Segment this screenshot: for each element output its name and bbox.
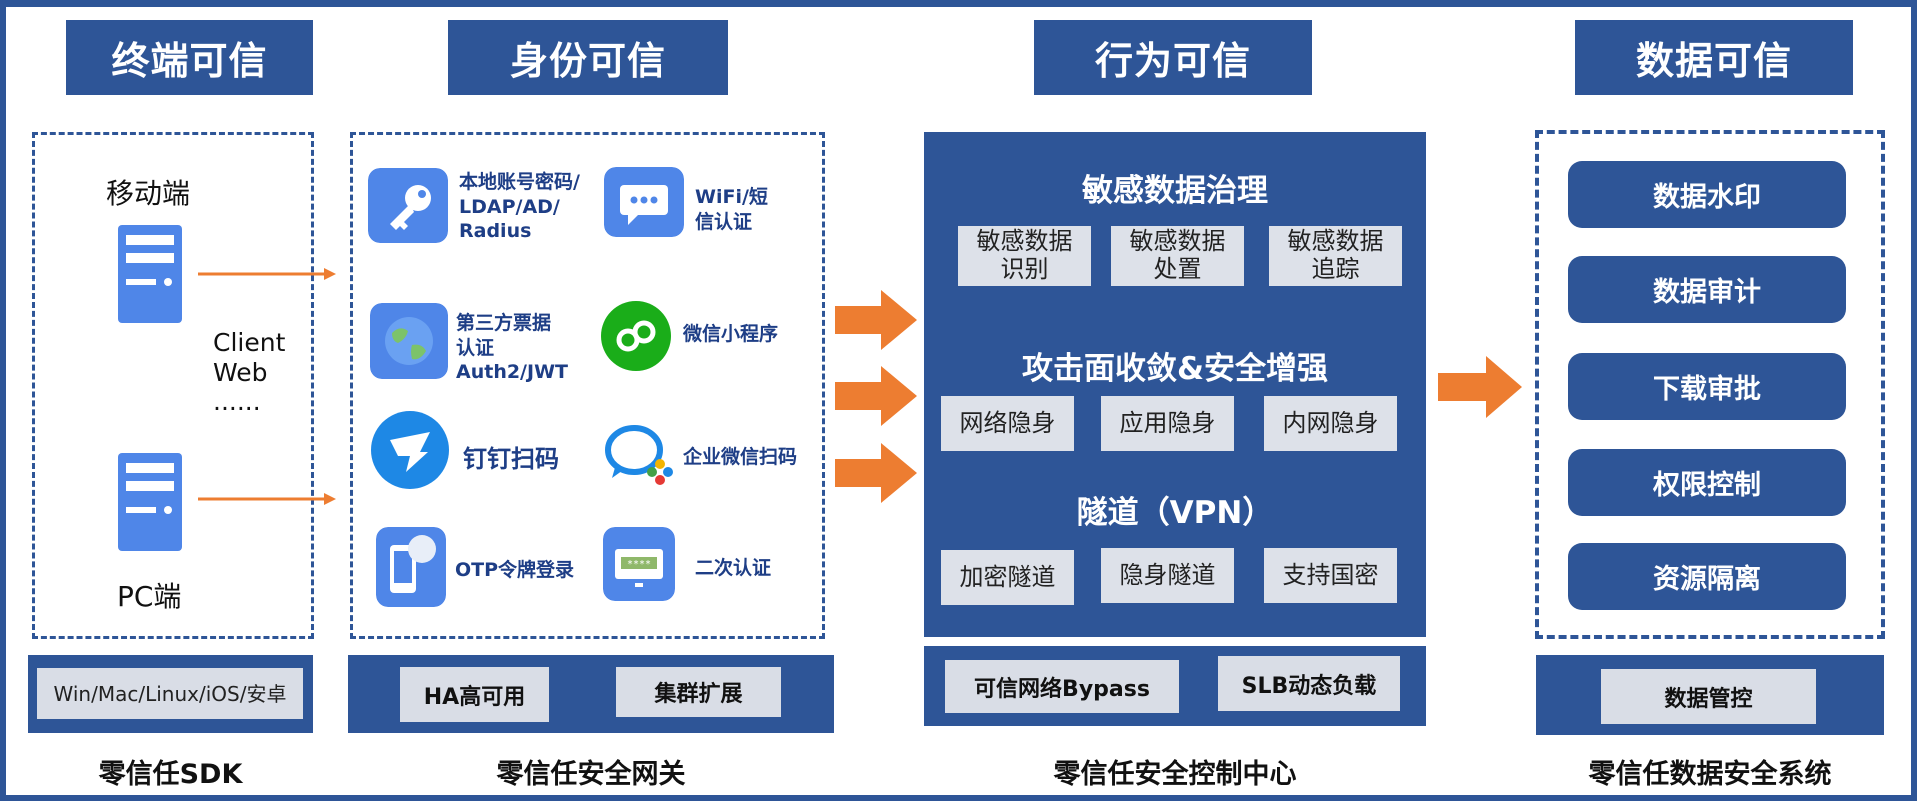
flow-arrow-3 (835, 443, 917, 503)
auth-wechat-miniprogram-label: 微信小程序 (683, 323, 779, 345)
mobile-label: 移动端 (106, 177, 191, 210)
wechat-miniprogram-icon (601, 301, 671, 371)
mobile-to-gateway-arrow (198, 268, 336, 280)
auth-wecom-label: 企业微信扫码 (683, 446, 798, 468)
sensitive-handle-text: 敏感数据 处置 (1129, 227, 1226, 283)
header-identity-trust: 身份可信 (448, 20, 728, 95)
sensitive-track-box: 敏感数据 追踪 (1269, 226, 1402, 286)
pc-device-icon (118, 453, 182, 551)
auth-2fa-label: 二次认证 (695, 557, 772, 579)
key-icon (368, 168, 448, 243)
auth-otp-label: OTP令牌登录 (455, 559, 575, 581)
ha-button: HA高可用 (400, 667, 549, 722)
pc-to-gateway-arrow (198, 493, 336, 505)
client-types: Client Web ...... (213, 328, 285, 417)
data-audit-button: 数据审计 (1568, 256, 1846, 323)
section-title-sensitive-data: 敏感数据治理 (1082, 173, 1268, 209)
auth-third-party-label: 第三方票据 认证 Auth2/JWT (456, 312, 568, 384)
chat-sms-icon (604, 167, 684, 237)
os-support-label: Win/Mac/Linux/iOS/安卓 (37, 668, 303, 719)
data-control-button: 数据管控 (1601, 669, 1816, 724)
client-type-web: Web (213, 357, 268, 387)
sensitive-track-text: 敏感数据 追踪 (1287, 227, 1384, 283)
sensitive-identify-box: 敏感数据 识别 (958, 226, 1091, 286)
header-behavior-trust: 行为可信 (1034, 20, 1312, 95)
auth-local-account-label: 本地账号密码/ LDAP/AD/ Radius (459, 171, 580, 243)
section-title-vpn: 隧道（VPN） (1076, 495, 1274, 531)
pc-label: PC端 (117, 580, 182, 613)
data-security-panel (1535, 130, 1885, 639)
slb-button: SLB动态负载 (1218, 656, 1400, 711)
network-stealth-box: 网络隐身 (941, 396, 1074, 451)
control-center-caption: 零信任安全控制中心 (1053, 759, 1297, 790)
globe-icon (370, 303, 448, 379)
client-type-more: ...... (213, 387, 261, 416)
header-data-trust: 数据可信 (1575, 20, 1853, 95)
section-title-attack-surface: 攻击面收敛&安全增强 (1021, 351, 1329, 387)
flow-arrow-4 (1438, 356, 1522, 418)
data-watermark-button: 数据水印 (1568, 161, 1846, 228)
client-type-client: Client (213, 328, 286, 357)
resource-isolation-button: 资源隔离 (1568, 543, 1846, 610)
intranet-stealth-box: 内网隐身 (1264, 396, 1397, 451)
app-stealth-box: 应用隐身 (1101, 396, 1234, 451)
terminal-caption: 零信任SDK (98, 759, 243, 790)
cluster-scale-button: 集群扩展 (616, 667, 781, 717)
trusted-bypass-button: 可信网络Bypass (945, 660, 1179, 713)
gateway-caption: 零信任安全网关 (496, 759, 686, 790)
encrypted-tunnel-box: 加密隧道 (941, 550, 1074, 605)
identity-panel (350, 132, 825, 639)
dingtalk-icon (371, 411, 449, 489)
auth-dingtalk-label: 钉钉扫码 (463, 445, 559, 473)
permission-control-button: 权限控制 (1568, 449, 1846, 516)
download-approval-button: 下载审批 (1568, 353, 1846, 420)
flow-arrow-1 (835, 290, 917, 350)
wecom-icon (605, 425, 673, 485)
flow-arrow-2 (835, 366, 917, 426)
otp-phone-icon (376, 527, 446, 607)
sensitive-identify-text: 敏感数据 识别 (976, 227, 1073, 283)
mobile-device-icon (118, 225, 182, 323)
terminal-panel (32, 132, 314, 639)
header-terminal-trust: 终端可信 (66, 20, 313, 95)
data-security-caption: 零信任数据安全系统 (1588, 759, 1832, 790)
national-crypto-box: 支持国密 (1264, 548, 1397, 603)
stealth-tunnel-box: 隐身隧道 (1101, 548, 1234, 603)
auth-wifi-sms-label: WiFi/短 信认证 (695, 186, 768, 233)
sensitive-handle-box: 敏感数据 处置 (1111, 226, 1244, 286)
svg-text:****: **** (627, 559, 651, 570)
password-screen-icon: **** (603, 527, 675, 601)
